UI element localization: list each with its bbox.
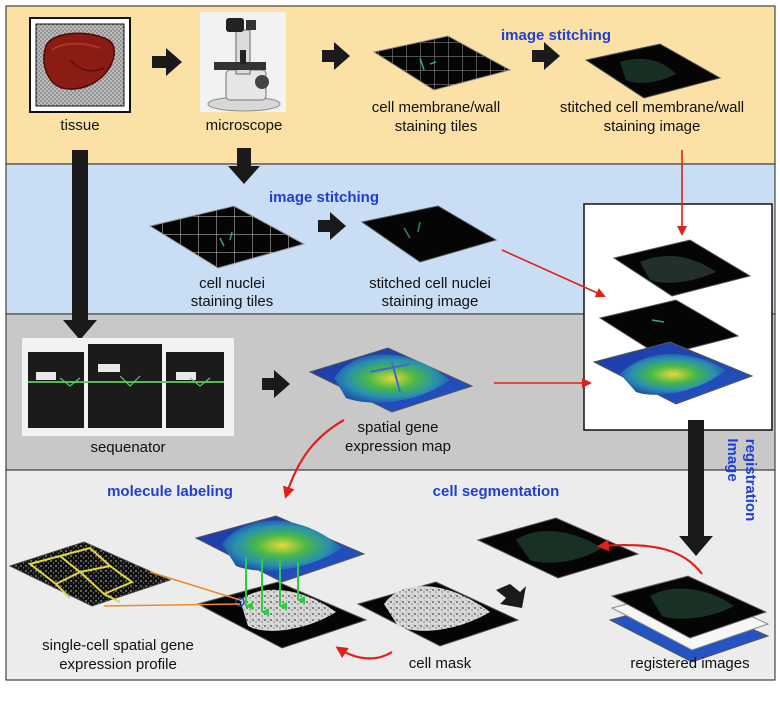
spatial-map-heat (334, 354, 450, 403)
registered-layer-tissue (650, 588, 734, 619)
labeling-expression-heat (222, 520, 342, 571)
sequenator-label: sequenator (90, 439, 165, 456)
arrow-microscope-to-nuclei (228, 148, 260, 184)
stack-layer-nuclei (598, 299, 740, 357)
single-cell-outlines (27, 546, 135, 603)
orange-connector-upper (149, 571, 241, 601)
stack-layer-nuclei-signal (651, 319, 665, 323)
stitched-membrane-label-2: staining image (604, 118, 701, 135)
red-arrow-map-to-labeling (282, 419, 345, 499)
single-cell-label-1: single-cell spatial gene (42, 637, 194, 654)
arrow-sequenator-to-map (262, 370, 290, 398)
stack-layer-expression-heat (620, 353, 726, 395)
spatial-map-label-2: expression map (345, 438, 451, 455)
nuclei-tiles-image (148, 205, 306, 269)
segmentation-tissue-shape (516, 530, 602, 563)
arrow-tissue-to-microscope (152, 48, 182, 76)
membrane-tile-signal (419, 57, 437, 71)
tissue-image (29, 17, 131, 113)
sequenator-image (22, 338, 234, 436)
single-cell-label-2: expression profile (59, 656, 177, 673)
membrane-tiles-label-1: cell membrane/wall (372, 99, 500, 116)
registered-images-label: registered images (630, 655, 749, 672)
nuclei-tiles-label-1: cell nuclei (199, 275, 265, 292)
stitched-membrane-tissue-shape (620, 58, 676, 83)
arrow-microscope-to-tiles (322, 42, 350, 70)
labeling-cell-marker (235, 597, 245, 607)
stack-layer-membrane-shape (640, 256, 716, 283)
arrow-tissue-to-sequenator (63, 150, 97, 340)
microscope-label: microscope (206, 117, 283, 134)
cell-segmentation-label: cell segmentation (433, 483, 560, 500)
arrow-segmentation-to-mask (496, 584, 526, 608)
labeling-mask-shape (240, 589, 336, 631)
arrow-tiles-to-stitched-membrane (532, 42, 560, 70)
image-registration-label-2: registration (742, 439, 759, 522)
image-registration-label-1: Image (724, 438, 741, 481)
arrow-nuclei-tiles-to-stitched (318, 212, 346, 240)
stitched-nuclei-label-1: stitched cell nuclei (369, 275, 491, 292)
stitched-nuclei-label-2: staining image (382, 293, 479, 310)
stitched-nuclei-signal (403, 221, 421, 239)
image-stitching-label-mid: image stitching (269, 189, 379, 206)
molecule-labeling-label: molecule labeling (107, 483, 233, 500)
cell-mask-label: cell mask (409, 655, 472, 672)
red-arrow-mask-to-labeling (335, 646, 393, 660)
stitched-nuclei-image (360, 205, 498, 263)
spatial-map-tracks (369, 361, 411, 393)
red-arrow-registered-to-segmentation (597, 539, 703, 575)
tissue-label: tissue (60, 117, 99, 134)
nuclei-tiles-label-2: staining tiles (191, 293, 274, 310)
image-stitching-label-top: image stitching (501, 27, 611, 44)
microscope-image (200, 12, 286, 112)
red-arrow-nuclei-to-stack (501, 249, 606, 298)
orange-connector-lower (103, 603, 241, 607)
nuclei-tile-signal (219, 231, 233, 247)
stitched-membrane-label-1: stitched cell membrane/wall (560, 99, 744, 116)
spatial-map-label-1: spatial gene (358, 419, 439, 436)
membrane-tiles-image (372, 35, 512, 91)
cell-mask-shape (384, 586, 490, 631)
arrow-image-registration (679, 420, 713, 556)
membrane-tiles-label-2: staining tiles (395, 118, 478, 135)
